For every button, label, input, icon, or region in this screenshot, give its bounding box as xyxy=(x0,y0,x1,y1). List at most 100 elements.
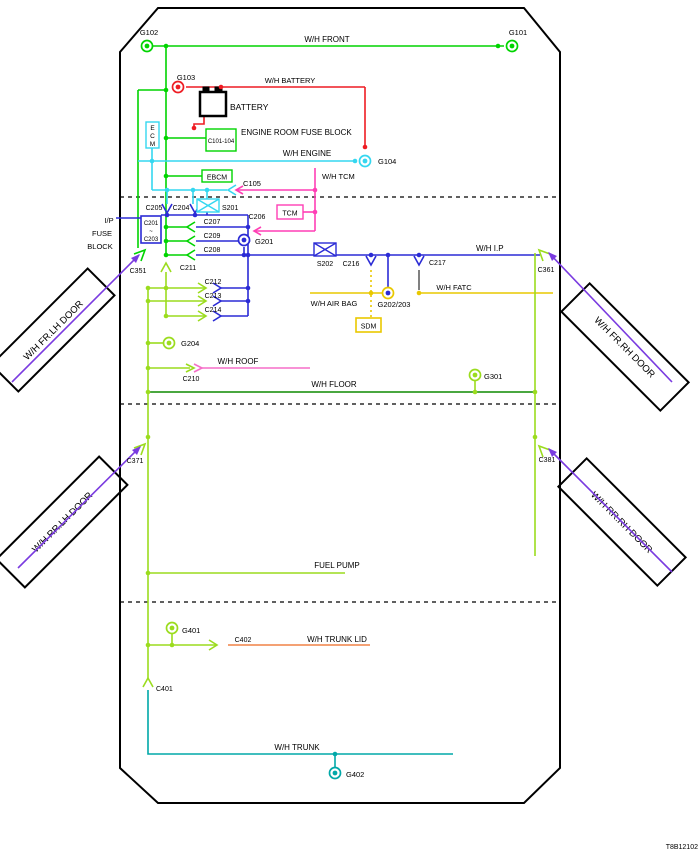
engine-fuse-block-box xyxy=(205,128,237,152)
label-ebcm: EBCM xyxy=(207,175,227,182)
junction-dot xyxy=(352,158,358,164)
label-g101: G101 xyxy=(509,28,527,37)
fr-lh-door-box-label: W/H FR.LH DOOR xyxy=(22,299,86,363)
wh-trunk-line xyxy=(147,690,453,755)
label-c208: C208 xyxy=(204,247,221,254)
c210-arrow-green xyxy=(185,363,196,373)
label-c401: C401 xyxy=(156,686,173,693)
junction-dot xyxy=(245,285,251,291)
battery-box xyxy=(198,90,228,118)
ecm-box xyxy=(145,121,160,149)
label-w-h-battery: W/H BATTERY xyxy=(265,76,316,85)
label-w-h-engine: W/H ENGINE xyxy=(283,149,331,158)
car-body-outline xyxy=(119,7,561,804)
c207-chevron xyxy=(185,221,196,233)
tcm-box xyxy=(276,204,304,220)
label-c211: C211 xyxy=(180,265,196,272)
label-s202: S202 xyxy=(317,261,333,268)
ground-G102-dot xyxy=(144,43,150,49)
fr-rh-door-line xyxy=(548,252,673,383)
c212-arrow xyxy=(197,282,208,294)
label-battery: BATTERY xyxy=(230,102,269,112)
label-w-h-tcm: W/H TCM xyxy=(322,172,355,181)
c211-chevron xyxy=(160,261,172,273)
c361-chevron xyxy=(537,248,551,262)
junction-dot xyxy=(312,187,318,193)
ground-G103-dot xyxy=(175,84,181,90)
label-g401: G401 xyxy=(182,626,200,635)
label-g202-203: G202/203 xyxy=(378,300,411,309)
label-c101-104: C101-104 xyxy=(208,139,235,145)
label-c207: C207 xyxy=(204,219,221,226)
c206-arrow xyxy=(252,226,262,236)
label-c201: C201 xyxy=(144,221,159,227)
junction-dot xyxy=(169,642,175,648)
junction-dot xyxy=(145,298,151,304)
c401-chevron xyxy=(142,676,154,688)
c402-arrow xyxy=(208,639,219,651)
junction-dot xyxy=(416,252,422,258)
junction-dot xyxy=(145,434,151,440)
junction-dot xyxy=(191,125,197,131)
junction-dot xyxy=(204,187,210,193)
label-e: E xyxy=(150,125,155,132)
label-t8b12102: T8B12102 xyxy=(666,844,698,851)
junction-dot xyxy=(164,187,170,193)
junction-dot xyxy=(532,389,538,395)
label--: ~ xyxy=(149,229,153,235)
junction-dot xyxy=(163,224,169,230)
label-sdm: SDM xyxy=(361,324,377,331)
c208-chevron xyxy=(185,249,196,261)
rr-lh-door-line xyxy=(17,446,141,569)
junction-dot xyxy=(163,135,169,141)
rr-lh-door-box xyxy=(0,455,129,589)
label-w-h-floor: W/H FLOOR xyxy=(311,380,357,389)
label-g102: G102 xyxy=(140,28,158,37)
c371-chevron xyxy=(133,442,147,456)
junction-dot xyxy=(145,389,151,395)
label-g301: G301 xyxy=(484,372,502,381)
c213-chevron xyxy=(212,295,223,307)
c381-chevron xyxy=(537,444,551,458)
c216-varrow xyxy=(365,255,377,267)
junction-dot xyxy=(163,313,169,319)
c214-chevron xyxy=(212,310,223,322)
junction-dot xyxy=(192,212,198,218)
label-engine-room-fuse-block: ENGINE ROOM FUSE BLOCK xyxy=(241,128,352,137)
label-i-p: I/P xyxy=(104,216,113,225)
junction-dot xyxy=(163,238,169,244)
junction-dot xyxy=(245,298,251,304)
label-c205: C205 xyxy=(146,205,163,212)
s202-splice-diag2 xyxy=(313,242,337,257)
junction-dot xyxy=(241,252,247,258)
junction-dot xyxy=(472,389,478,395)
label-c: C xyxy=(150,133,155,140)
ground-G402-dot xyxy=(332,770,338,776)
ground-G401-dot xyxy=(169,625,175,631)
label-g204: G204 xyxy=(181,339,199,348)
c351-connector-chevron xyxy=(133,248,147,262)
label-g104: G104 xyxy=(378,157,396,166)
battery-fuse-feed xyxy=(193,116,205,127)
c214-arrow xyxy=(197,310,208,322)
label-c209: C209 xyxy=(204,233,221,240)
c213-arrow xyxy=(197,295,208,307)
rr-rh-door-box-label: W/H RR.RH DOOR xyxy=(588,490,654,556)
junction-dot xyxy=(163,173,169,179)
label-w-h-trunk-lid: W/H TRUNK LID xyxy=(307,635,367,644)
s201-splice-diag2 xyxy=(196,198,220,213)
c361-arrowhead xyxy=(548,252,557,261)
label-c210: C210 xyxy=(183,376,200,383)
label-w-h-fatc: W/H FATC xyxy=(436,283,472,292)
junction-dot xyxy=(164,212,170,218)
junction-dot xyxy=(145,340,151,346)
label-w-h-roof: W/H ROOF xyxy=(218,357,259,366)
c105-arrow xyxy=(234,185,244,195)
junction-dot xyxy=(312,209,318,215)
ground-G301-dot xyxy=(472,372,478,378)
junction-dot xyxy=(495,43,501,49)
label-c105: C105 xyxy=(243,179,261,188)
label-w-h-trunk: W/H TRUNK xyxy=(274,743,320,752)
label-c216: C216 xyxy=(343,261,360,268)
